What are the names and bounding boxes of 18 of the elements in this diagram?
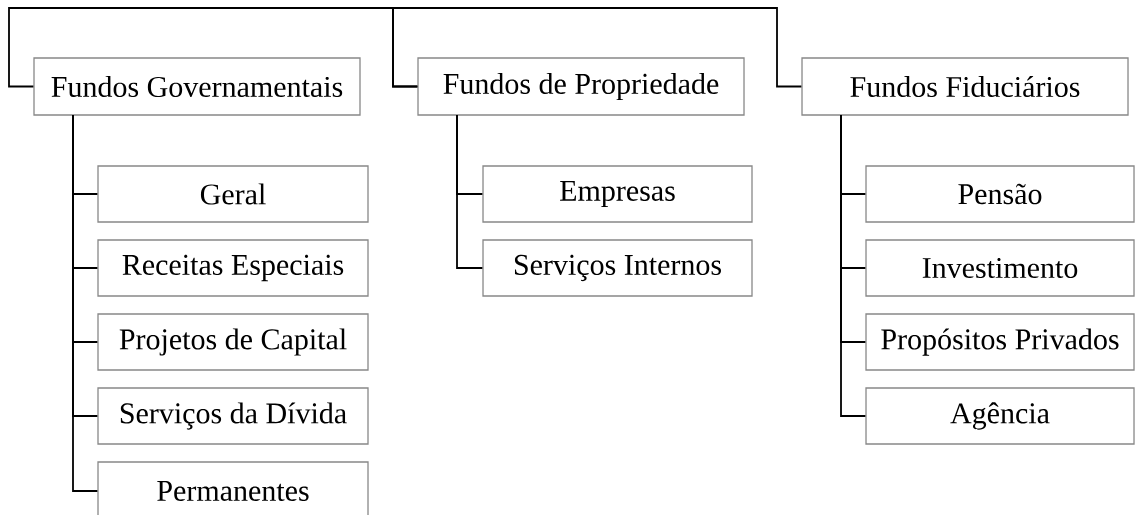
fund-box: Fundos Governamentais bbox=[33, 57, 361, 116]
fund-box: Agência bbox=[865, 387, 1135, 445]
connector-line bbox=[456, 114, 484, 269]
connector-line bbox=[392, 7, 803, 88]
connector-line bbox=[840, 114, 867, 417]
connector-line bbox=[72, 114, 99, 492]
fund-box: Geral bbox=[97, 165, 369, 223]
fund-box: Serviços da Dívida bbox=[97, 387, 369, 445]
fund-box: Serviços Internos bbox=[482, 239, 753, 297]
fund-box: Fundos Fiduciários bbox=[801, 57, 1129, 116]
fund-box: Empresas bbox=[482, 165, 753, 223]
fund-box: Receitas Especiais bbox=[97, 239, 369, 297]
fund-box: Pensão bbox=[865, 165, 1135, 223]
fund-box: Projetos de Capital bbox=[97, 313, 369, 371]
fund-box: Investimento bbox=[865, 239, 1135, 297]
fund-box: Fundos de Propriedade bbox=[417, 57, 745, 116]
fund-box: Propósitos Privados bbox=[865, 313, 1135, 371]
fund-box: Permanentes bbox=[97, 461, 369, 515]
